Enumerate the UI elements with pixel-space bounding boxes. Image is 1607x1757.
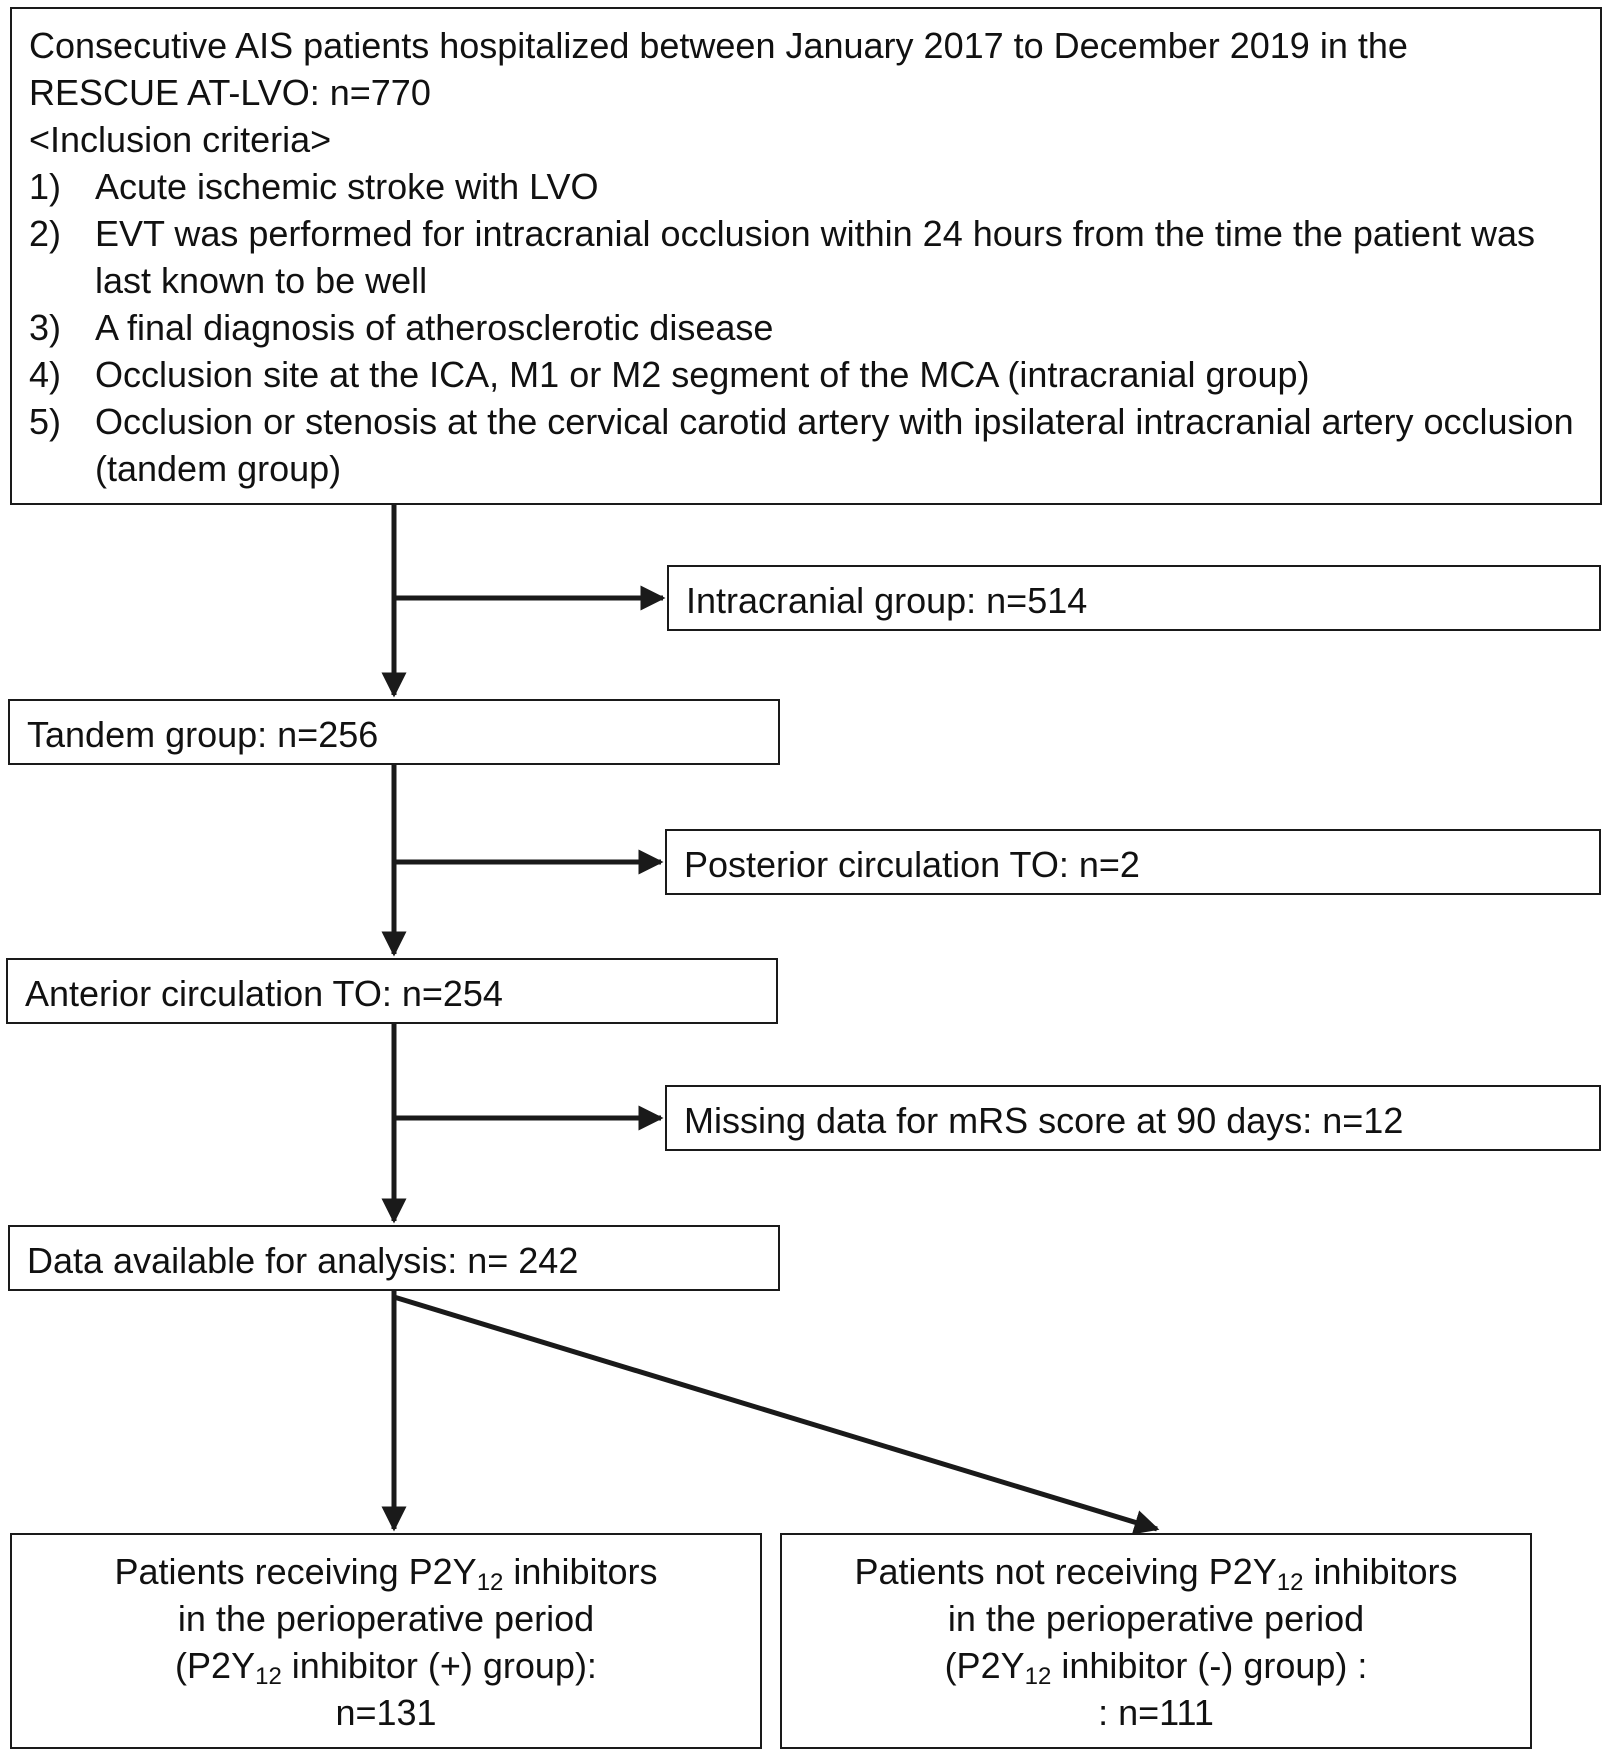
p2y12-negative-group-box: Patients not receiving P2Y12 inhibitors … <box>780 1533 1532 1749</box>
criterion-number: 1) <box>29 166 62 207</box>
criterion-text: EVT was performed for intracranial occlu… <box>95 213 1535 301</box>
posterior-circulation-label: Posterior circulation TO: n=2 <box>684 844 1140 885</box>
positive-line-1-text: Patients receiving P2Y <box>114 1551 477 1592</box>
criterion-number: 3) <box>29 307 62 348</box>
posterior-circulation-box: Posterior circulation TO: n=2 <box>665 829 1601 895</box>
positive-line-1: Patients receiving P2Y12 inhibitors <box>12 1548 760 1595</box>
criterion-text: A final diagnosis of atherosclerotic dis… <box>95 307 774 348</box>
criterion-number: 2) <box>29 213 62 254</box>
p2y12-positive-group-box: Patients receiving P2Y12 inhibitors in t… <box>10 1533 762 1749</box>
tandem-group-box: Tandem group: n=256 <box>8 699 780 765</box>
data-available-label: Data available for analysis: n= 242 <box>27 1240 579 1281</box>
criterion-4: 4) Occlusion site at the ICA, M1 or M2 s… <box>29 351 1600 398</box>
anterior-circulation-box: Anterior circulation TO: n=254 <box>6 958 778 1024</box>
negative-line-3-suffix: inhibitor (-) group) : <box>1051 1645 1368 1686</box>
negative-line-3-text: (P2Y <box>944 1645 1025 1686</box>
negative-line-2: in the perioperative period <box>947 1598 1365 1639</box>
positive-line-3-suffix: inhibitor (+) group): <box>281 1645 597 1686</box>
negative-line-3: (P2Y12 inhibitor (-) group) : <box>782 1642 1530 1689</box>
criterion-1: 1) Acute ischemic stroke with LVO <box>29 163 1600 210</box>
criterion-number: 5) <box>29 401 62 442</box>
negative-line-1-suffix: inhibitors <box>1303 1551 1458 1592</box>
criterion-text: Acute ischemic stroke with LVO <box>95 166 599 207</box>
criterion-text: Occlusion site at the ICA, M1 or M2 segm… <box>95 354 1310 395</box>
missing-data-label: Missing data for mRS score at 90 days: n… <box>684 1100 1404 1141</box>
criterion-2: 2) EVT was performed for intracranial oc… <box>29 210 1600 304</box>
eligibility-box: Consecutive AIS patients hospitalized be… <box>10 7 1602 505</box>
positive-line-3-text: (P2Y <box>175 1645 256 1686</box>
arrow-data-to-negative <box>393 1294 1160 1535</box>
criterion-5: 5) Occlusion or stenosis at the cervical… <box>29 398 1600 492</box>
criterion-3: 3) A final diagnosis of atherosclerotic … <box>29 304 1600 351</box>
anterior-circulation-label: Anterior circulation TO: n=254 <box>25 973 503 1014</box>
negative-line-1: Patients not receiving P2Y12 inhibitors <box>782 1548 1530 1595</box>
positive-line-2: in the perioperative period <box>177 1598 595 1639</box>
subscript-12: 12 <box>476 1569 504 1596</box>
inclusion-criteria-heading: <Inclusion criteria> <box>29 119 332 160</box>
subscript-12: 12 <box>255 1663 282 1690</box>
criterion-text: Occlusion or stenosis at the cervical ca… <box>95 401 1574 489</box>
cohort-line-2: RESCUE AT-LVO: n=770 <box>29 72 431 113</box>
subscript-12: 12 <box>1024 1663 1052 1690</box>
cohort-line-1: Consecutive AIS patients hospitalized be… <box>29 25 1408 66</box>
intracranial-group-box: Intracranial group: n=514 <box>667 565 1601 631</box>
subscript-12: 12 <box>1276 1569 1304 1596</box>
negative-line-1-text: Patients not receiving P2Y <box>854 1551 1277 1592</box>
tandem-group-label: Tandem group: n=256 <box>27 714 379 755</box>
intracranial-group-label: Intracranial group: n=514 <box>686 580 1088 621</box>
positive-count: n=131 <box>335 1692 437 1733</box>
negative-count: : n=111 <box>1098 1692 1214 1733</box>
positive-line-1-suffix: inhibitors <box>503 1551 658 1592</box>
positive-line-3: (P2Y12 inhibitor (+) group): <box>12 1642 760 1689</box>
data-available-box: Data available for analysis: n= 242 <box>8 1225 780 1291</box>
criterion-number: 4) <box>29 354 62 395</box>
missing-data-box: Missing data for mRS score at 90 days: n… <box>665 1085 1601 1151</box>
